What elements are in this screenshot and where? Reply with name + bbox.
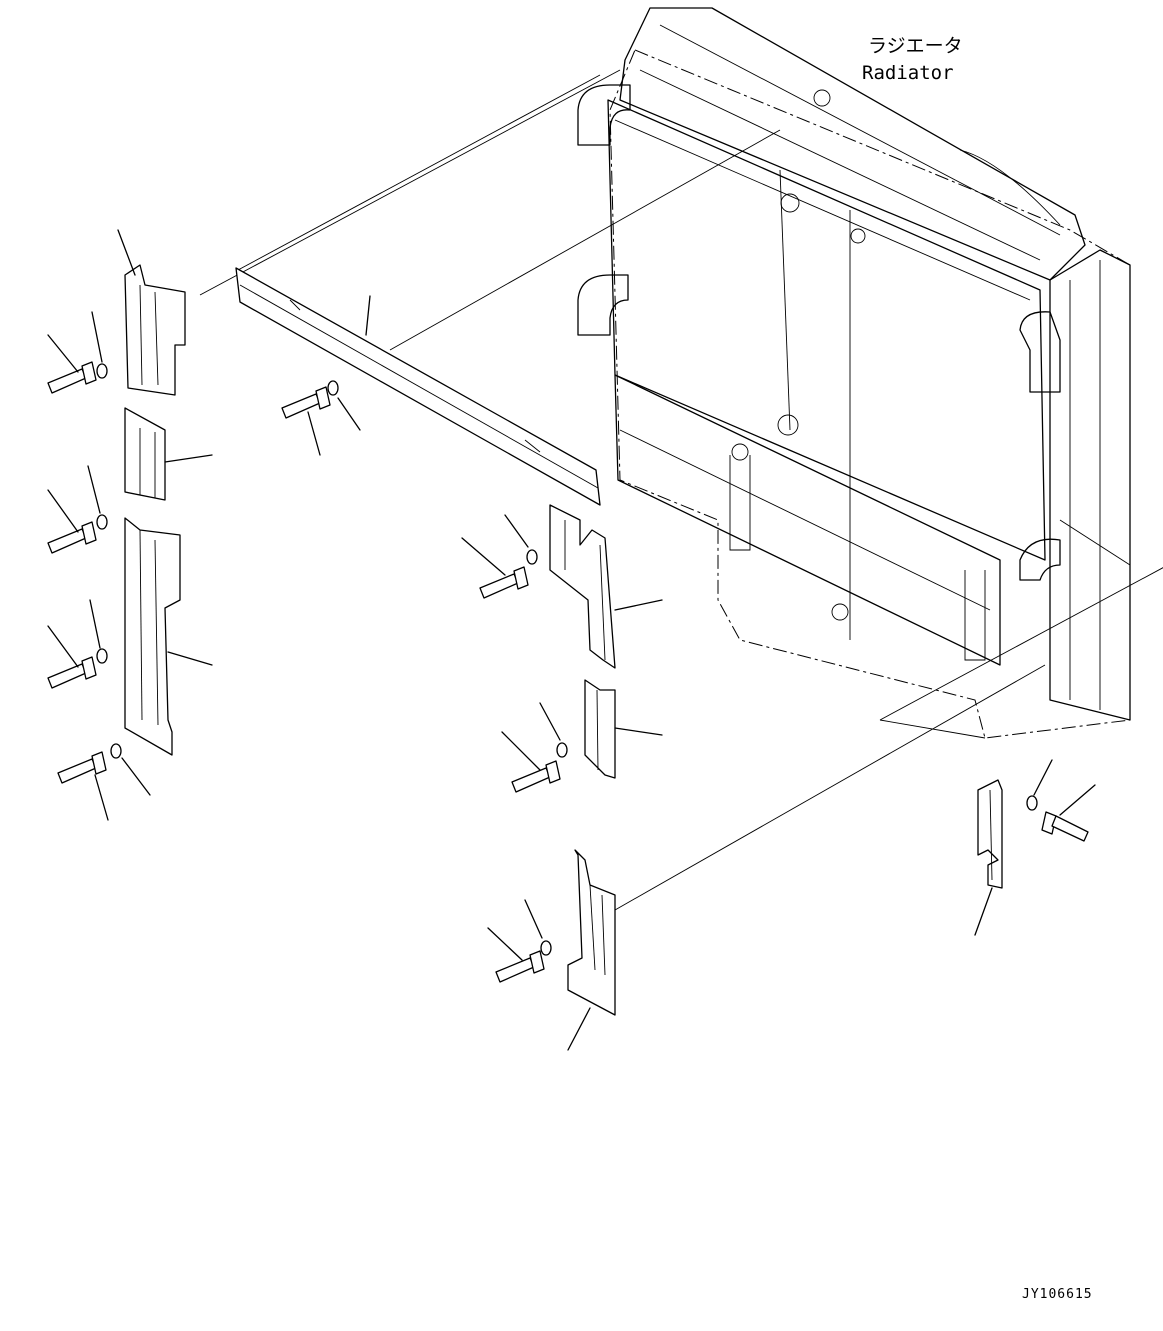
radiator-label-jp: ラジエータ <box>868 35 963 57</box>
right-cover <box>974 779 1003 936</box>
bolt-left-1 <box>47 311 108 394</box>
top-cover-plate <box>235 267 601 506</box>
left-cover-upper <box>117 229 186 396</box>
bolt-center-lower <box>487 899 552 983</box>
left-cover-lower <box>124 517 213 756</box>
bolt-center-upper <box>461 514 538 599</box>
drawing-code: JY106615 <box>1022 1287 1093 1302</box>
center-cover-middle <box>584 679 663 779</box>
bolt-right <box>1026 759 1096 842</box>
center-cover-lower <box>567 849 616 1051</box>
bolt-center-middle <box>501 702 568 793</box>
reference-lines <box>199 69 1131 911</box>
left-cover-middle <box>124 407 213 501</box>
bolt-left-4 <box>57 743 151 821</box>
center-cover-upper <box>549 504 663 669</box>
radiator-assembly <box>577 7 1163 739</box>
bolt-top-cover <box>281 380 361 456</box>
bolt-left-2 <box>47 465 108 554</box>
radiator-label-en: Radiator <box>862 62 954 84</box>
bolt-left-3 <box>47 599 108 689</box>
